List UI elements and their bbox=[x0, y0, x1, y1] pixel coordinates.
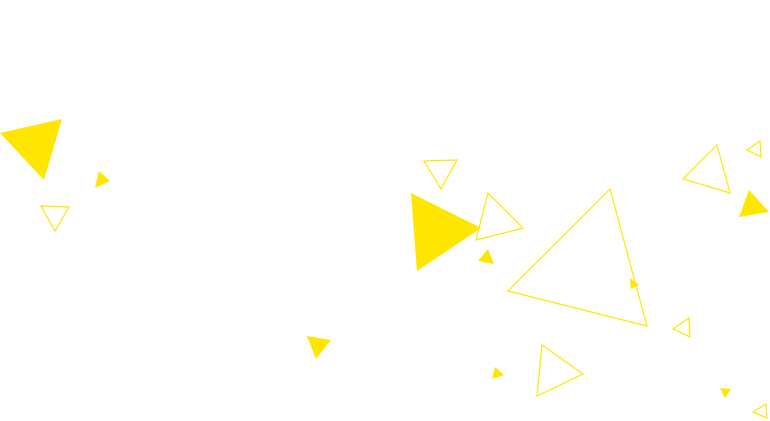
triangle-filled-right bbox=[739, 190, 769, 217]
triangle-outline-left bbox=[39, 205, 71, 233]
triangle-outline-tiny-bottom-right bbox=[751, 402, 768, 419]
triangle-outline-tiny-top-right bbox=[745, 139, 762, 159]
triangle-filled-large-center bbox=[411, 193, 481, 271]
triangle-filled-tiny-bottom bbox=[492, 367, 504, 379]
triangle-outline-center bbox=[475, 191, 525, 241]
triangle-outline-top-center bbox=[422, 159, 459, 191]
triangle-filled-tiny-inside bbox=[630, 278, 639, 289]
triangle-outline-small-right bbox=[671, 316, 691, 338]
triangle-filled-tiny-right bbox=[720, 388, 731, 398]
triangle-outline-large bbox=[506, 187, 648, 327]
triangle-filled-small-left bbox=[95, 171, 110, 188]
triangle-filled-bottom-center bbox=[307, 336, 331, 359]
triangle-filled-small-center bbox=[478, 249, 494, 264]
triangle-outline-top-right bbox=[681, 143, 731, 194]
triangle-filled-large-left bbox=[0, 119, 62, 180]
triangle-outline-bottom bbox=[536, 343, 585, 398]
